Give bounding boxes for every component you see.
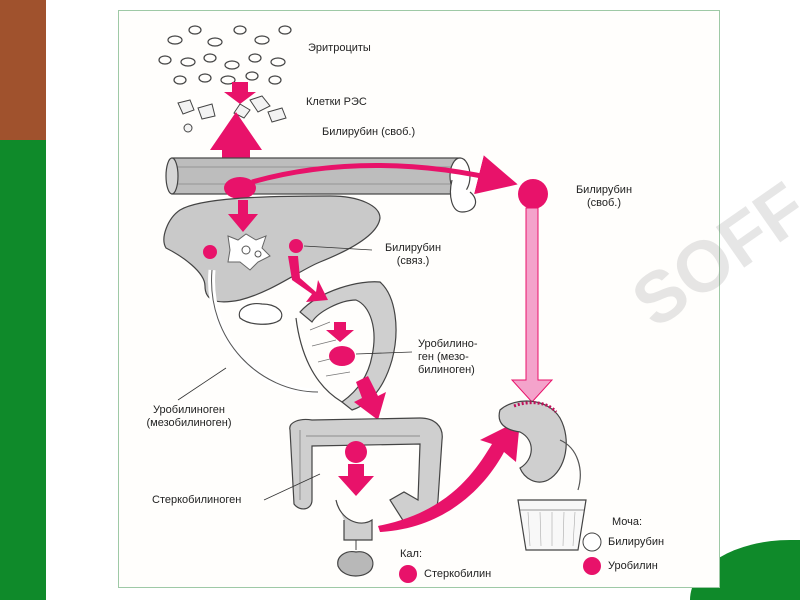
kidney xyxy=(498,400,581,491)
urobilinogen-meso-pointer xyxy=(355,351,413,355)
liver xyxy=(163,195,381,303)
gallbladder xyxy=(238,303,283,325)
liver-bilirubin-node-left xyxy=(203,245,217,259)
legend-urine-urobilin-marker xyxy=(583,557,601,575)
left-green-band xyxy=(0,140,46,600)
label-urobilinogen-meso-line1: Уробилино- xyxy=(418,338,478,350)
legend-urine-bilirubin-marker xyxy=(582,532,602,552)
label-bilirubin-bound-line2: (связ.) xyxy=(396,255,430,267)
label-urobilinogen-left-line2: (мезобилиноген) xyxy=(146,417,232,429)
erythrocytes-cluster xyxy=(158,25,292,85)
arrow-vessel-to-liver xyxy=(228,200,258,232)
left-brown-band xyxy=(0,0,46,140)
blood-vessel xyxy=(165,157,477,213)
label-urobilinogen-meso-line2: ген (мезо- xyxy=(418,351,469,363)
right-bilirubin-free-node xyxy=(518,179,548,209)
legend-feces-stercobilin-marker xyxy=(399,565,417,583)
legend-feces-stercobilin-label: Стеркобилин xyxy=(424,568,492,580)
stercobilinogen-node xyxy=(345,441,367,463)
label-bilirubin-free-right-line1: Билирубин xyxy=(575,184,633,196)
liver-bilirubin-bound-node xyxy=(289,239,303,253)
label-bilirubin-free-right-line2: (своб.) xyxy=(586,197,622,209)
label-stercobilinogen: Стеркобилиноген xyxy=(152,494,242,506)
arrow-liver-to-intestine xyxy=(288,256,328,302)
arrow-intestine-down-2 xyxy=(354,376,386,420)
svg-text:SOFF: SOFF xyxy=(618,167,800,343)
watermark: SOFF xyxy=(618,167,800,343)
label-erythrocytes: Эритроциты xyxy=(308,42,371,54)
label-urobilinogen-left-line1: Уробилиноген xyxy=(153,404,225,416)
arrow-res-to-vessel xyxy=(210,112,262,165)
legend-urine-title: Моча: xyxy=(612,516,643,528)
label-bilirubin-bound: Билирубин (связ.) xyxy=(376,242,450,268)
label-bilirubin-bound-line1: Билирубин xyxy=(384,242,442,254)
stercobilinogen-pointer xyxy=(263,473,321,501)
small-intestine xyxy=(295,281,397,411)
arrow-colon-down xyxy=(338,464,374,496)
bilirubin-bound-pointer xyxy=(303,245,373,251)
urine-glass xyxy=(517,499,587,551)
label-urobilinogen-meso: Уробилино- ген (мезо- билиноген) xyxy=(418,338,478,377)
feces-lump xyxy=(337,551,374,577)
label-urobilinogen-left: Уробилиноген (мезобилиноген) xyxy=(134,404,244,430)
label-urobilinogen-meso-line3: билиноген) xyxy=(418,364,475,376)
legend-urine-bilirubin-label: Билирубин xyxy=(608,536,665,548)
legend-urine-urobilin-label: Уробилин xyxy=(608,560,658,572)
urobilinogen-left-pointer xyxy=(177,367,227,401)
label-res-cells: Клетки РЭС xyxy=(306,96,367,108)
legend-feces-title: Кал: xyxy=(400,548,422,560)
res-cells xyxy=(177,95,287,133)
arrow-bilirubin-to-kidney xyxy=(510,207,554,403)
urobilinogen-intestine-node xyxy=(329,346,355,366)
arrow-erythrocytes-to-res xyxy=(224,82,256,104)
bilirubin-free-node xyxy=(224,177,256,199)
arrow-vessel-to-right-bilirubin xyxy=(251,155,518,195)
label-bilirubin-free-right: Билирубин (своб.) xyxy=(564,184,644,210)
label-bilirubin-free: Билирубин (своб.) xyxy=(322,126,416,138)
arrow-intestine-down-1 xyxy=(326,322,354,342)
arrow-colon-to-kidney xyxy=(378,420,520,532)
